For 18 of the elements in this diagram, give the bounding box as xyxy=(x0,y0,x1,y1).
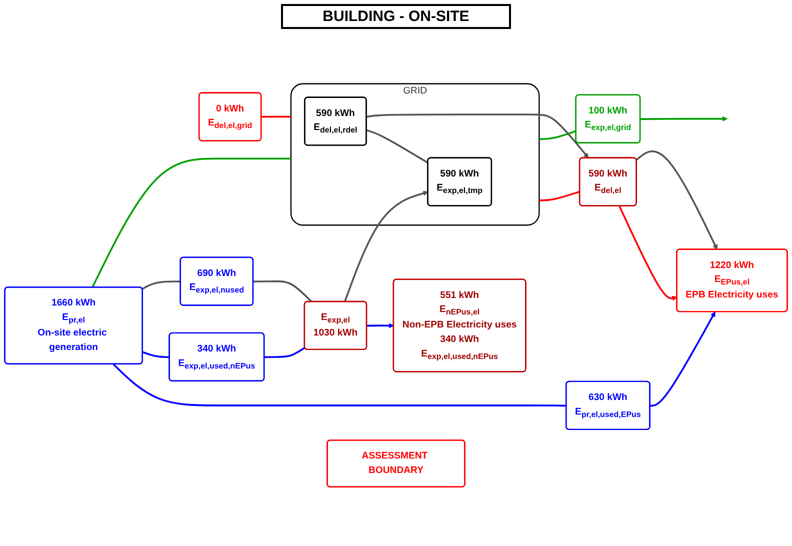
connector xyxy=(142,350,170,358)
arrow xyxy=(650,311,716,406)
arrow xyxy=(366,113,589,158)
connector xyxy=(366,129,428,164)
arrow xyxy=(640,116,728,122)
arrow xyxy=(636,150,718,250)
connector xyxy=(112,363,566,406)
arrow xyxy=(366,322,394,328)
extent-arrow-label: BUILDING - ON-SITE xyxy=(280,4,512,29)
arrow xyxy=(344,190,428,302)
connector xyxy=(261,115,291,118)
connector xyxy=(142,280,181,290)
connector xyxy=(539,190,580,201)
connector xyxy=(253,280,312,302)
connector xyxy=(539,130,576,140)
connector xyxy=(264,346,306,358)
connector xyxy=(92,157,291,288)
arrow xyxy=(618,205,678,300)
